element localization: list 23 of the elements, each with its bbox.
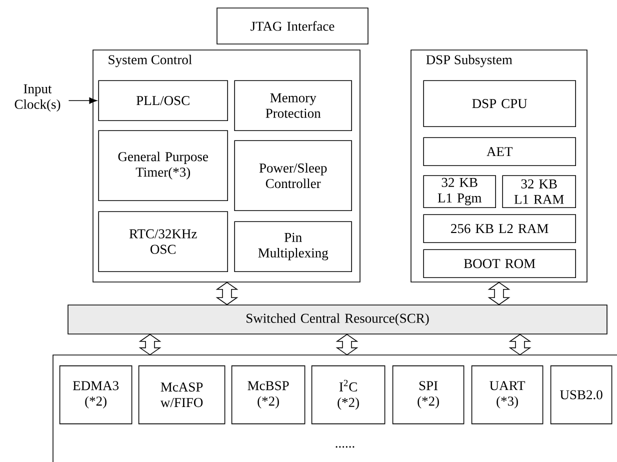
- block-box: EDMA3 (*2): [59, 365, 132, 424]
- block-box: Power/Sleep Controller: [234, 140, 352, 211]
- block-box: 256 KB L2 RAM: [423, 214, 576, 243]
- block-box: Memory Protection: [234, 80, 352, 131]
- block-box: SPI (*2): [392, 365, 464, 424]
- block-box: 32 KB L1 Pgm: [423, 175, 496, 208]
- block-box: McBSP (*2): [231, 365, 306, 424]
- bus-bar: Switched Central Resource(SCR): [68, 304, 608, 334]
- arrow: [68, 97, 98, 104]
- block-box: General Purpose Timer(*3): [98, 130, 228, 201]
- input-label: Input Clock(s): [14, 84, 60, 112]
- block-box: UART (*3): [471, 365, 544, 424]
- block-box: RTC/32KHz OSC: [98, 211, 228, 272]
- block-box: BOOT ROM: [423, 249, 576, 278]
- block-box: USB2.0: [550, 365, 612, 424]
- block-box: Pin Multiplexing: [234, 221, 352, 272]
- block-box: 32 KB L1 RAM: [502, 175, 576, 208]
- block-box: JTAG Interface: [216, 8, 368, 44]
- block-box: McASP w/FIFO: [138, 365, 226, 424]
- block-box: AET: [423, 137, 576, 166]
- block-box: DSP CPU: [423, 80, 576, 127]
- block-box: PLL/OSC: [98, 80, 228, 121]
- block-box: I$^{2}$C (*2): [311, 365, 386, 424]
